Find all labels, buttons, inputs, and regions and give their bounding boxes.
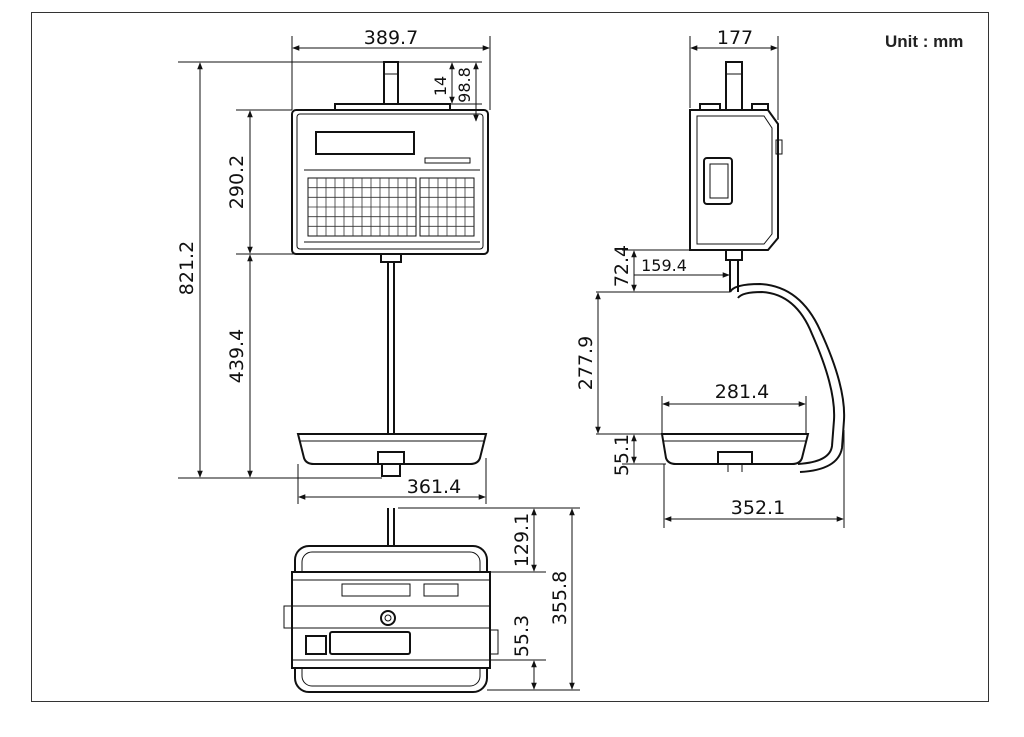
diagram-frame: [31, 12, 989, 702]
dim-side-width: 177: [717, 27, 753, 49]
dim-rear-bottom-offset: 55.3: [511, 615, 533, 657]
rear-view: 129.1 355.8 55.3: [283, 507, 580, 693]
dim-front-pole-small: 14: [431, 76, 450, 96]
dim-front-head-height: 290.2: [226, 155, 248, 209]
dim-side-arm-offset: 159.4: [641, 256, 687, 275]
dim-front-pole-height: 98.8: [455, 67, 474, 103]
front-view: 389.7 14 98.8 821.2 290.2 439.4 361.4: [176, 27, 491, 504]
rear-label-plate: [329, 631, 411, 655]
dim-side-base-width: 352.1: [731, 497, 785, 519]
dim-side-tray-width: 281.4: [715, 381, 769, 403]
dim-side-arm-height: 72.4: [611, 245, 633, 287]
front-mast: [383, 61, 399, 107]
dim-front-pole-length: 439.4: [226, 329, 248, 383]
dim-rear-total-depth: 355.8: [549, 571, 571, 625]
rear-knob: [380, 610, 396, 626]
side-arm: [729, 282, 846, 473]
dim-front-width: 389.7: [364, 27, 418, 49]
dim-side-tray-height: 55.1: [611, 434, 633, 476]
front-display: [315, 131, 415, 155]
dim-front-tray-width: 361.4: [407, 476, 461, 498]
side-mast: [725, 61, 743, 111]
unit-label: Unit : mm: [885, 32, 963, 51]
dim-side-arm-drop: 277.9: [575, 336, 597, 390]
side-view: 177 72.4 159.4 277.9 281.4 55.1 352.1: [575, 27, 846, 528]
dim-rear-top-offset: 129.1: [511, 513, 533, 567]
dim-front-total-height: 821.2: [176, 241, 198, 295]
side-connector: [703, 157, 733, 205]
